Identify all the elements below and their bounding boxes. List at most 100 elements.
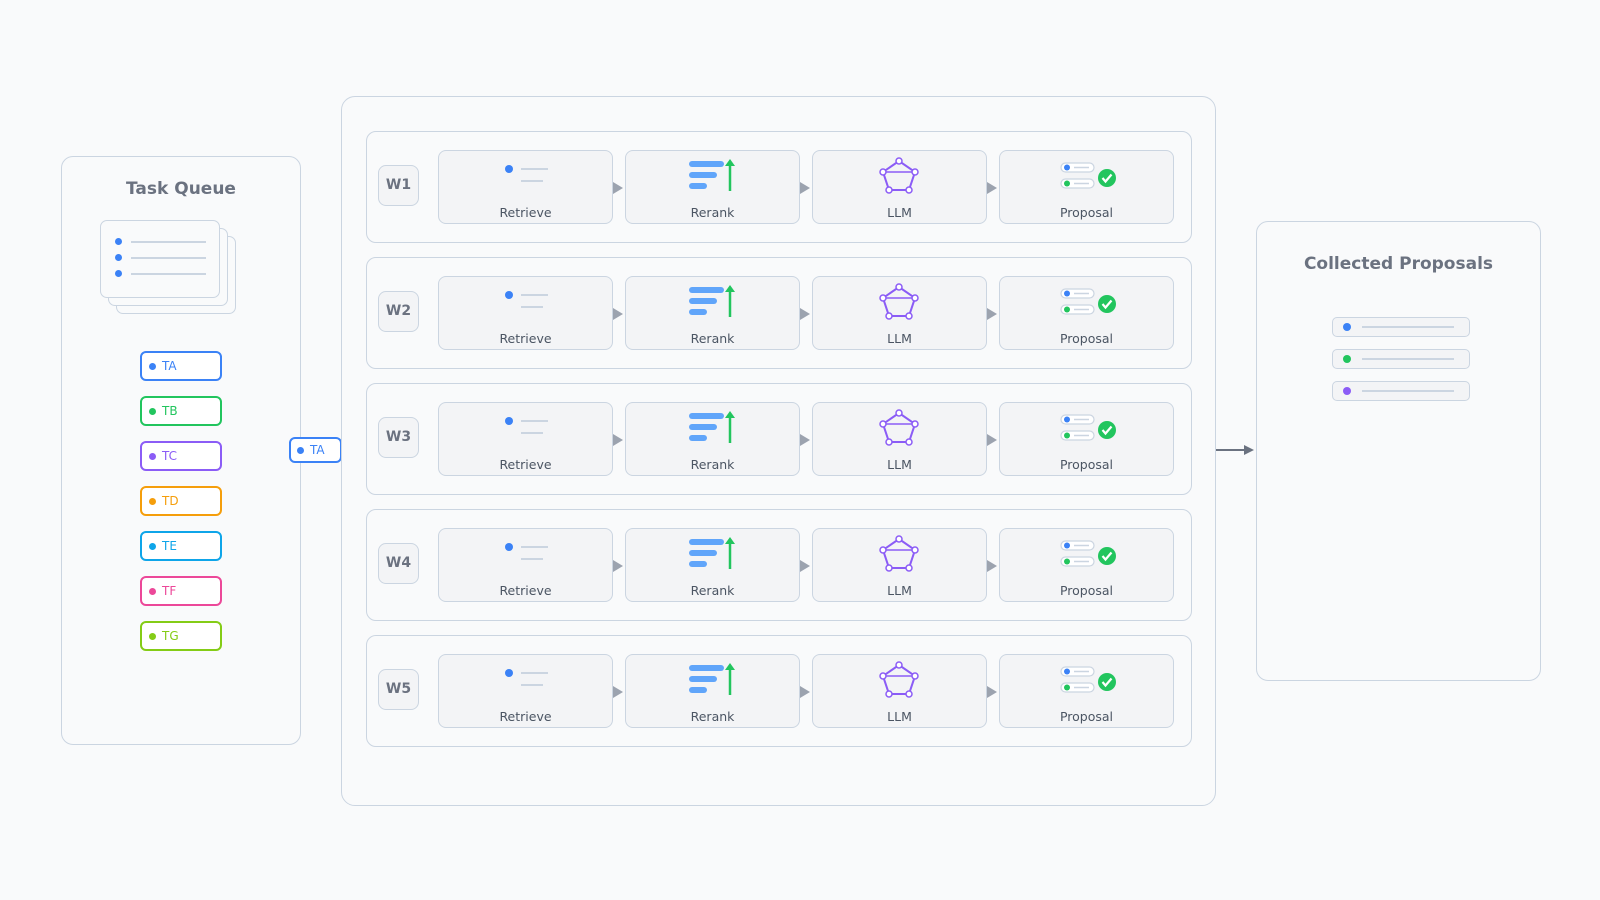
task-dot bbox=[149, 543, 156, 550]
task-dot bbox=[149, 633, 156, 640]
stage-arrow bbox=[987, 308, 997, 320]
proposal-line bbox=[1362, 390, 1454, 392]
task-dot bbox=[149, 408, 156, 415]
stage-retrieve: Retrieve bbox=[438, 528, 613, 602]
task-label: TG bbox=[162, 629, 179, 643]
proposal-icon bbox=[1060, 540, 1116, 567]
task-dot bbox=[149, 498, 156, 505]
stage-retrieve: Retrieve bbox=[438, 654, 613, 728]
stage-label: Proposal bbox=[1059, 205, 1114, 220]
stage-rerank: Rerank bbox=[625, 276, 800, 350]
stage-label: Retrieve bbox=[499, 457, 552, 472]
retrieve-icon bbox=[505, 165, 548, 182]
task-chip-tg: TG bbox=[140, 621, 222, 651]
stage-label: Rerank bbox=[690, 205, 735, 220]
stage-llm: LLM bbox=[812, 276, 987, 350]
task-label: TE bbox=[162, 539, 177, 553]
rerank-icon bbox=[689, 537, 735, 569]
stage-arrow bbox=[800, 560, 810, 572]
retrieve-icon bbox=[505, 669, 548, 686]
stage-llm: LLM bbox=[812, 528, 987, 602]
llm-icon bbox=[879, 661, 919, 698]
worker-badge: W1 bbox=[378, 165, 419, 206]
proposal-icon bbox=[1060, 288, 1116, 315]
stage-arrow bbox=[613, 308, 623, 320]
task-chip-td: TD bbox=[140, 486, 222, 516]
dispatched-task-chip: TA bbox=[289, 437, 342, 463]
stage-arrow bbox=[613, 686, 623, 698]
stage-label: Rerank bbox=[690, 457, 735, 472]
stage-label: LLM bbox=[887, 709, 912, 724]
llm-icon bbox=[879, 283, 919, 320]
stage-rerank: Rerank bbox=[625, 528, 800, 602]
task-queue-panel: Task Queue TA TB TC TD TE TF TG bbox=[61, 156, 301, 745]
collected-proposal-item bbox=[1332, 317, 1470, 337]
task-label: TA bbox=[162, 359, 177, 373]
stage-label: Retrieve bbox=[499, 205, 552, 220]
stage-arrow bbox=[987, 182, 997, 194]
task-dot bbox=[149, 453, 156, 460]
stage-arrow bbox=[800, 434, 810, 446]
rerank-icon bbox=[689, 663, 735, 695]
task-chip-te: TE bbox=[140, 531, 222, 561]
proposal-icon bbox=[1060, 162, 1116, 189]
task-dot bbox=[149, 588, 156, 595]
stage-label: Retrieve bbox=[499, 583, 552, 598]
stage-arrow bbox=[800, 308, 810, 320]
stage-rerank: Rerank bbox=[625, 402, 800, 476]
rerank-icon bbox=[689, 159, 735, 191]
output-arrow bbox=[1216, 445, 1254, 455]
stage-arrow bbox=[613, 182, 623, 194]
stage-label: LLM bbox=[887, 205, 912, 220]
proposal-dot bbox=[1343, 323, 1351, 331]
proposal-dot bbox=[1343, 355, 1351, 363]
stage-retrieve: Retrieve bbox=[438, 150, 613, 224]
stage-label: Rerank bbox=[690, 709, 735, 724]
stage-label: LLM bbox=[887, 583, 912, 598]
stage-arrow bbox=[987, 560, 997, 572]
worker-badge: W5 bbox=[378, 669, 419, 710]
stage-proposal: Proposal bbox=[999, 402, 1174, 476]
collected-proposals-title: Collected Proposals bbox=[1303, 254, 1494, 274]
retrieve-icon bbox=[505, 417, 548, 434]
collected-proposals-panel: Collected Proposals bbox=[1256, 221, 1541, 681]
task-chip-tc: TC bbox=[140, 441, 222, 471]
retrieve-icon bbox=[505, 291, 548, 308]
proposal-icon bbox=[1060, 414, 1116, 441]
stage-proposal: Proposal bbox=[999, 276, 1174, 350]
stage-proposal: Proposal bbox=[999, 528, 1174, 602]
stage-label: Rerank bbox=[690, 331, 735, 346]
stage-label: Rerank bbox=[690, 583, 735, 598]
stage-llm: LLM bbox=[812, 654, 987, 728]
task-chip-ta: TA bbox=[140, 351, 222, 381]
task-dot bbox=[297, 447, 304, 454]
task-chip-tf: TF bbox=[140, 576, 222, 606]
stage-rerank: Rerank bbox=[625, 654, 800, 728]
stage-label: Proposal bbox=[1059, 457, 1114, 472]
proposal-icon bbox=[1060, 666, 1116, 693]
stage-llm: LLM bbox=[812, 150, 987, 224]
document-stack-icon bbox=[100, 220, 240, 320]
stage-label: LLM bbox=[887, 331, 912, 346]
rerank-icon bbox=[689, 411, 735, 443]
stage-label: Proposal bbox=[1059, 583, 1114, 598]
worker-badge: W4 bbox=[378, 543, 419, 584]
stage-retrieve: Retrieve bbox=[438, 402, 613, 476]
stage-arrow bbox=[987, 686, 997, 698]
task-queue-title: Task Queue bbox=[126, 179, 236, 199]
dispatched-task-label: TA bbox=[310, 443, 325, 457]
llm-icon bbox=[879, 409, 919, 446]
task-dot bbox=[149, 363, 156, 370]
task-label: TC bbox=[162, 449, 178, 463]
stage-label: Retrieve bbox=[499, 331, 552, 346]
task-chip-tb: TB bbox=[140, 396, 222, 426]
stage-label: LLM bbox=[887, 457, 912, 472]
stage-arrow bbox=[613, 560, 623, 572]
worker-badge: W3 bbox=[378, 417, 419, 458]
